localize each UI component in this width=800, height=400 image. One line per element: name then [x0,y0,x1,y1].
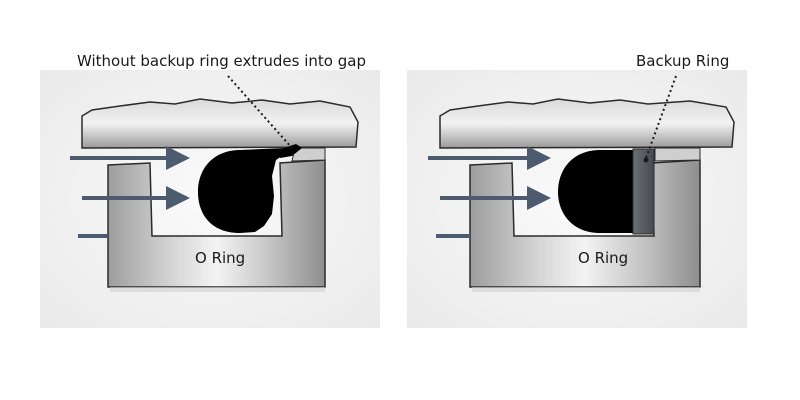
left-callout-leader [227,75,293,149]
left-body-shadow [110,287,325,292]
right-body-shadow [472,287,700,292]
right-top-plate [439,98,735,149]
left-oring-extrusion [278,144,302,158]
left-top-plate [81,98,359,149]
right-backup-ring [632,148,655,235]
left-oring [198,146,300,233]
left-oring-label: O Ring [195,249,246,267]
right-oring-label: O Ring [578,249,629,267]
right-assembly [428,75,735,292]
right-plate-ledge [654,147,701,162]
right-callout-label: Backup Ring [636,52,730,70]
left-plate-ledge [291,147,326,162]
left-assembly [70,75,359,292]
right-callout-dot [643,157,649,163]
right-oring [558,150,633,233]
left-callout-label: Without backup ring extrudes into gap [77,52,366,70]
